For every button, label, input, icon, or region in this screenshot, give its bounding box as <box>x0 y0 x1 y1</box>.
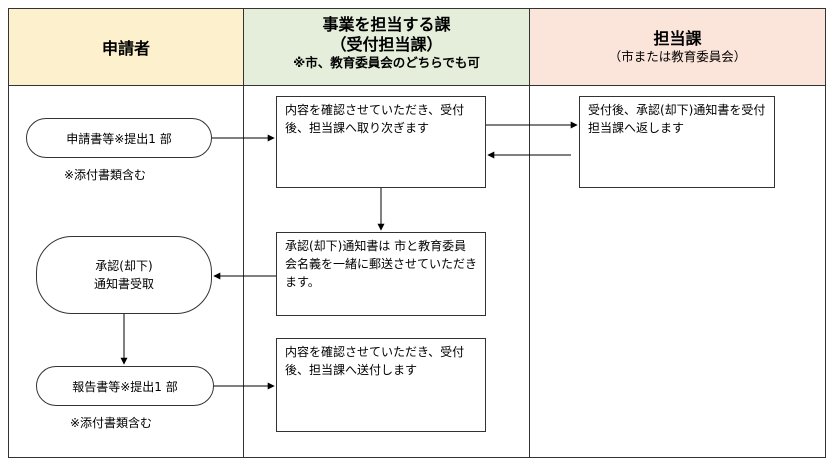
submit-application-label: 申請書等※提出1 部 <box>66 131 172 146</box>
business-dept-column-header: 事業を担当する課 （受付担当課） ※市、教育委員会のどちらでも可 <box>244 8 530 86</box>
business-dept-column <box>244 86 530 458</box>
return-notice-box: 受付後、承認(却下)通知書を受付担当課へ返します <box>579 96 775 188</box>
receive-notice-label: 承認(却下) 通知書受取 <box>93 259 154 291</box>
submit-application-node: 申請書等※提出1 部 <box>26 118 212 158</box>
receive-notice-node: 承認(却下) 通知書受取 <box>36 236 212 314</box>
business-dept-header-title: 事業を担当する課 <box>322 15 451 34</box>
attachment-note-1: ※添付書類含む <box>64 168 147 182</box>
responsible-dept-column-header: 担当課 （市または教育委員会） <box>530 8 826 86</box>
attachment-note-2: ※添付書類含む <box>70 416 153 430</box>
return-notice-text: 受付後、承認(却下)通知書を受付担当課へ返します <box>588 103 766 135</box>
applicant-column-header: 申請者 <box>8 8 244 86</box>
submit-report-node: 報告書等※提出1 部 <box>36 366 214 406</box>
business-dept-header-note: ※市、教育委員会のどちらでも可 <box>293 55 480 70</box>
applicant-header-title: 申請者 <box>101 39 150 58</box>
responsible-dept-column <box>530 86 826 458</box>
submit-report-label: 報告書等※提出1 部 <box>72 379 178 394</box>
confirm-forward-text: 内容を確認させていただき、受付後、担当課へ取り次ぎます <box>285 103 465 135</box>
confirm-forward-box: 内容を確認させていただき、受付後、担当課へ取り次ぎます <box>276 96 486 188</box>
mail-notice-text: 承認(却下)通知書は 市と教育委員会名義を一緒に郵送させていただきます。 <box>285 239 478 289</box>
responsible-dept-header-subtitle: （市または教育委員会） <box>608 49 747 64</box>
mail-notice-box: 承認(却下)通知書は 市と教育委員会名義を一緒に郵送させていただきます。 <box>276 232 486 316</box>
business-dept-header-subtitle: （受付担当課） <box>330 35 443 54</box>
confirm-send-box: 内容を確認させていただき、受付後、担当課へ送付します <box>276 338 486 432</box>
applicant-column <box>8 86 244 458</box>
responsible-dept-header-title: 担当課 <box>653 29 702 48</box>
confirm-send-text: 内容を確認させていただき、受付後、担当課へ送付します <box>285 345 465 377</box>
